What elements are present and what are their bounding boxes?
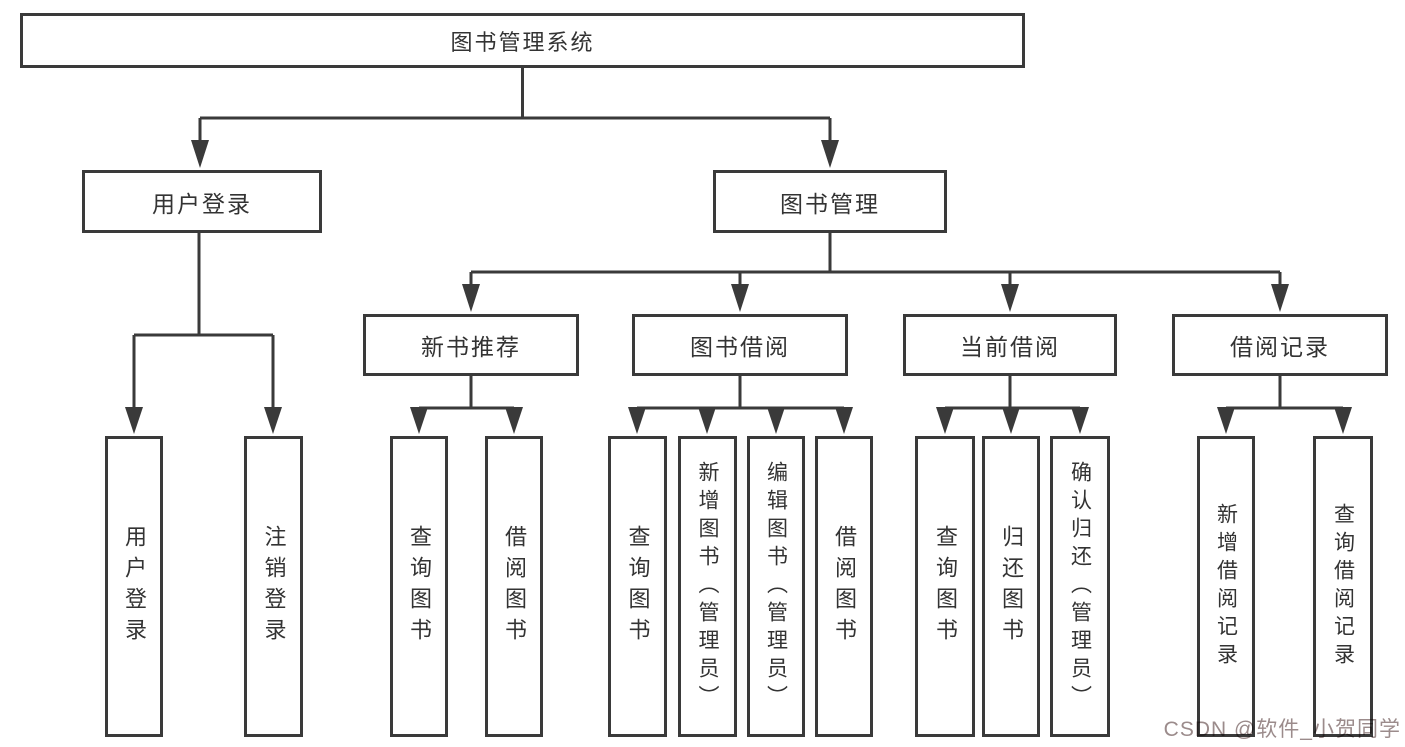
leaf-user-login: 用户登录	[105, 436, 163, 737]
node-system-root: 图书管理系统	[20, 13, 1025, 68]
node-label: 新书推荐	[421, 334, 521, 360]
node-label: 查询图书	[933, 524, 958, 649]
node-label: 用户登录	[122, 524, 147, 649]
leaf-confirm-return-admin: 确认归还（管理员）	[1050, 436, 1110, 737]
node-label: 新增图书（管理员）	[696, 460, 719, 713]
csdn-watermark: CSDN @软件_小贺同学	[1163, 718, 1401, 741]
node-label: 编辑图书（管理员）	[764, 460, 788, 713]
node-label: 注销登录	[261, 524, 287, 649]
node-label: 查询图书	[625, 524, 651, 649]
node-new-book-recommend: 新书推荐	[363, 314, 579, 376]
node-label: 图书管理系统	[450, 29, 595, 55]
leaf-return-books: 归还图书	[982, 436, 1040, 737]
node-user-login-branch: 用户登录	[82, 170, 322, 233]
node-current-borrow: 当前借阅	[903, 314, 1117, 376]
node-label: 借阅记录	[1230, 334, 1330, 360]
node-borrow-records: 借阅记录	[1172, 314, 1388, 376]
leaf-add-books-admin: 新增图书（管理员）	[678, 436, 737, 737]
node-book-borrow: 图书借阅	[632, 314, 848, 376]
node-label: 用户登录	[152, 190, 252, 217]
leaf-query-books-2: 查询图书	[608, 436, 667, 737]
node-label: 确认归还（管理员）	[1068, 460, 1092, 713]
leaf-add-borrow-record: 新增借阅记录	[1197, 436, 1255, 737]
leaf-logout: 注销登录	[244, 436, 303, 737]
leaf-borrow-books-2: 借阅图书	[815, 436, 873, 737]
node-label: 新增借阅记录	[1214, 502, 1238, 671]
node-label: 查询借阅记录	[1331, 502, 1355, 671]
node-label: 借阅图书	[502, 524, 527, 649]
node-label: 图书借阅	[690, 334, 790, 360]
node-label: 图书管理	[780, 190, 880, 217]
arrowhead-icons	[125, 140, 1352, 434]
leaf-borrow-books-1: 借阅图书	[485, 436, 543, 737]
leaf-query-books-3: 查询图书	[915, 436, 975, 737]
leaf-edit-books-admin: 编辑图书（管理员）	[747, 436, 805, 737]
node-label: 借阅图书	[832, 524, 857, 649]
leaf-query-books-1: 查询图书	[390, 436, 448, 737]
node-label: 归还图书	[999, 524, 1024, 649]
node-book-management-branch: 图书管理	[713, 170, 947, 233]
leaf-query-borrow-record: 查询借阅记录	[1313, 436, 1373, 737]
node-label: 当前借阅	[960, 334, 1060, 360]
node-label: 查询图书	[407, 524, 432, 649]
